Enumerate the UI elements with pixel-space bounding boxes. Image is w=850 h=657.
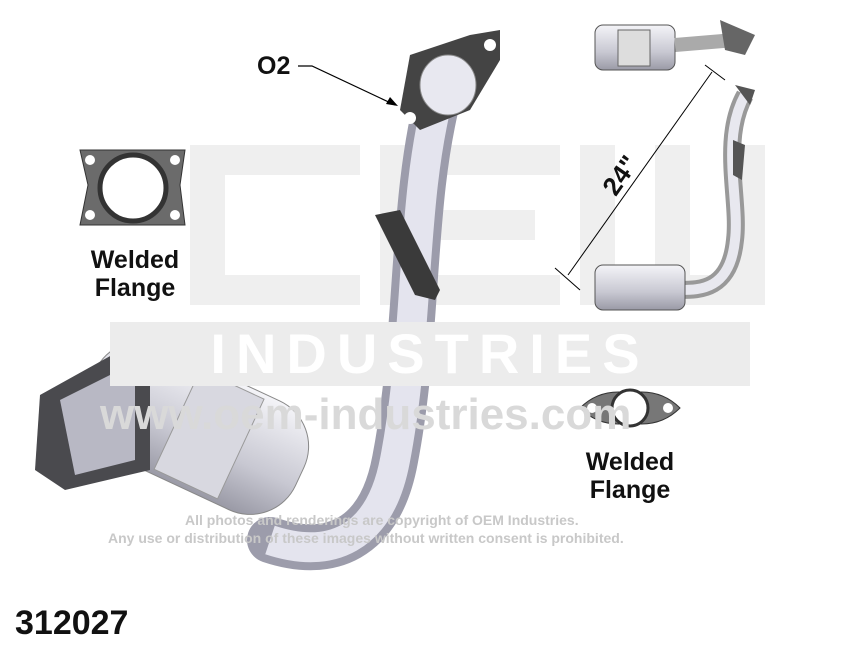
right-flange-drawing (579, 388, 681, 428)
watermark-logo (190, 145, 765, 305)
inset-top-view (594, 20, 755, 71)
o2-leader-line (298, 65, 396, 106)
o2-sensor-label: O2 (257, 52, 291, 80)
dimension-line (554, 64, 726, 291)
inset-side-view (594, 85, 755, 311)
watermark-copyright-1: All photos and renderings are copyright … (185, 512, 579, 528)
watermark-industries: INDUSTRIES (110, 322, 750, 386)
o2-leader-arrow (386, 97, 398, 106)
left-flange-label-line1: Welded (90, 246, 180, 274)
right-flange-label-line2: Flange (589, 476, 671, 504)
right-flange-label-line1: Welded (585, 448, 675, 476)
left-flange-label-line2: Flange (94, 274, 176, 302)
watermark-url: www.oem-industries.com (100, 390, 632, 439)
left-flange-drawing (79, 149, 186, 226)
right-flange-label: Welded Flange (575, 448, 685, 504)
left-flange-label: Welded Flange (80, 246, 190, 302)
bracket (375, 210, 440, 300)
part-number: 312027 (15, 604, 129, 642)
watermark-copyright-2: Any use or distribution of these images … (108, 530, 624, 546)
